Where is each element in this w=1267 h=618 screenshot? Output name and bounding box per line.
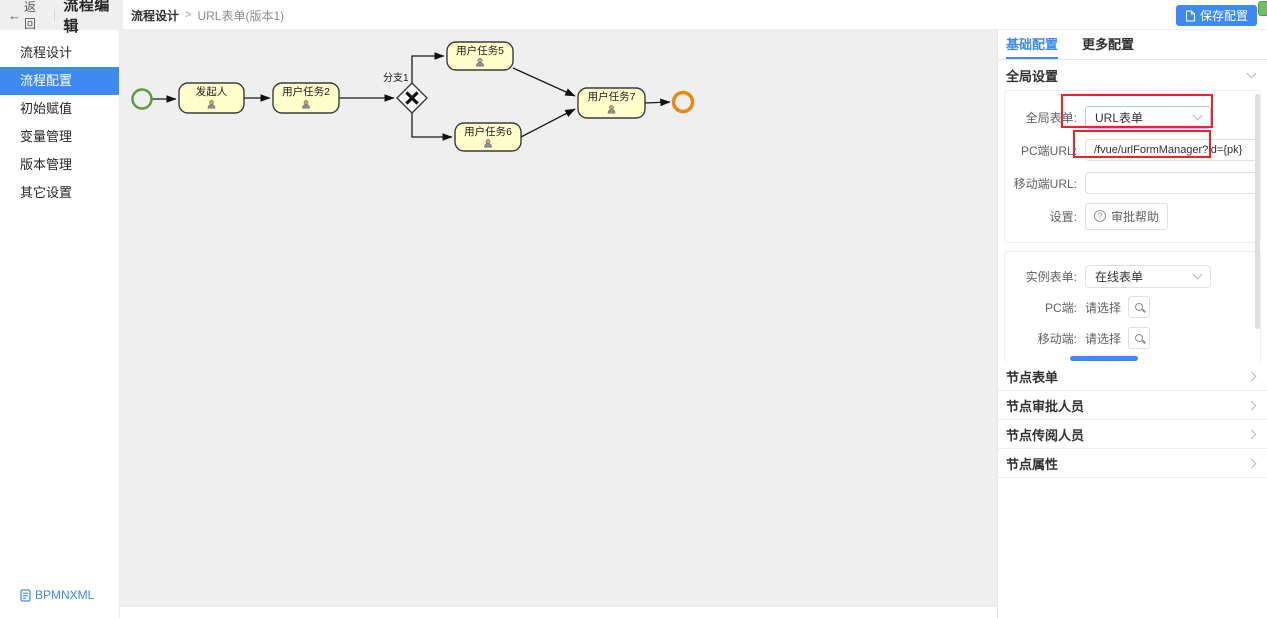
tab-basic-config[interactable]: 基础配置 [1006,30,1059,59]
instance-form-card: 实例表单: 在线表单 PC端: 请选择 移动端: 请选择 [1004,251,1261,362]
tab-more-config[interactable]: 更多配置 [1082,37,1135,52]
back-button[interactable]: ← 返回 [8,0,46,32]
bpmn-diagram: 发起人 用户任务2 分支1 用户任务5 用户任务6 [131,41,695,152]
save-config-label: 保存配置 [1199,9,1248,23]
global-form-row: 全局表单: URL表单 [1005,105,1260,129]
left-sidebar: 流程设计 流程配置 初始赋值 变量管理 版本管理 其它设置 BPMNXML [0,30,120,618]
sidebar-item-initial-values[interactable]: 初始赋值 [20,101,73,116]
xml-file-icon [20,588,31,602]
settings-row: 设置: ? 审批帮助 [1005,202,1260,230]
search-icon [1135,303,1144,311]
pc-form-placeholder: 请选择 [1085,300,1122,315]
global-form-select[interactable]: URL表单 [1085,105,1211,129]
global-settings-title: 全局设置 [1006,68,1059,84]
accordion-node-approvers-label: 节点审批人员 [1006,398,1085,414]
sidebar-item-other-settings[interactable]: 其它设置 [20,185,73,200]
accordion-node-properties[interactable]: 节点属性 [998,449,1267,478]
vertical-scrollbar[interactable] [1255,94,1260,329]
config-panel: 基础配置 更多配置 全局设置 全局表单: URL表单 PC端URL: 移动端UR… [997,30,1267,618]
task-user-2[interactable]: 用户任务2 [272,82,340,114]
sidebar-item-version-management[interactable]: 版本管理 [20,157,73,172]
pc-form-search-button[interactable] [1128,296,1151,318]
chevron-down-icon [1246,68,1257,78]
mobile-form-label: 移动端: [1037,331,1077,346]
task-initiator-label: 发起人 [196,85,228,98]
save-config-button[interactable]: 保存配置 [1175,5,1257,26]
task-user-7[interactable]: 用户任务7 [577,87,646,119]
pc-url-label: PC端URL: [1020,143,1077,158]
header-left-zone: ← 返回 流程编辑 [0,0,123,35]
bpmnxml-label: BPMNXML [35,588,95,602]
sidebar-item-process-design[interactable]: 流程设计 [20,45,73,60]
task-user-6[interactable]: 用户任务6 [454,122,522,152]
gateway-label: 分支1 [383,72,409,84]
question-circle-icon: ? [1094,210,1106,222]
chevron-right-icon [1246,400,1257,410]
instance-form-row: 实例表单: 在线表单 [1005,264,1260,288]
task-user-5-label: 用户任务5 [456,44,504,57]
sidebar-menu: 流程设计 流程配置 初始赋值 变量管理 版本管理 其它设置 [0,30,119,207]
pc-form-label: PC端: [1044,300,1077,315]
global-form-card: 全局表单: URL表单 PC端URL: 移动端URL: 设置: ? 审批帮助 [1004,90,1261,243]
bpmn-canvas[interactable]: 发起人 用户任务2 分支1 用户任务5 用户任务6 [120,30,997,607]
end-event[interactable] [671,90,695,114]
global-form-label: 全局表单: [1025,110,1077,125]
sidebar-item-variable-management[interactable]: 变量管理 [20,129,73,144]
global-form-value: URL表单 [1095,110,1144,125]
task-user-7-label: 用户任务7 [588,90,636,103]
accordion-node-cc-readers[interactable]: 节点传阅人员 [998,420,1267,449]
approval-help-label: 审批帮助 [1111,209,1160,224]
bpmnxml-link[interactable]: BPMNXML [20,588,94,602]
document-icon [1185,10,1195,21]
instance-form-label: 实例表单: [1025,269,1077,284]
sidebar-item-process-config[interactable]: 流程配置 [0,67,119,95]
settings-label: 设置: [1049,209,1077,224]
chevron-down-icon [1192,110,1203,120]
task-user-6-label: 用户任务6 [464,125,512,138]
node-accordion: 节点表单 节点审批人员 节点传阅人员 节点属性 [998,362,1267,478]
breadcrumb-section[interactable]: 流程设计 [131,8,180,23]
breadcrumb-separator: > [185,9,192,21]
approval-help-button[interactable]: ? 审批帮助 [1085,202,1169,230]
accordion-node-form-label: 节点表单 [1006,369,1059,385]
pc-url-row: PC端URL: [1005,138,1260,162]
pc-form-row: PC端: 请选择 [1005,295,1260,319]
mobile-url-row: 移动端URL: [1005,171,1260,195]
mobile-url-input[interactable] [1085,172,1259,194]
task-initiator[interactable]: 发起人 [178,82,245,114]
horizontal-scrollbar[interactable] [1070,356,1138,361]
exclusive-gateway[interactable]: 分支1 [383,72,428,114]
search-icon [1135,334,1144,342]
accordion-node-cc-readers-label: 节点传阅人员 [1006,427,1085,443]
app-title: 流程编辑 [63,0,110,35]
mobile-url-label: 移动端URL: [1013,176,1077,191]
back-label: 返回 [24,0,37,31]
pc-url-input[interactable] [1085,139,1259,161]
accordion-node-approvers[interactable]: 节点审批人员 [998,391,1267,420]
back-arrow-icon: ← [8,7,21,23]
mobile-form-row: 移动端: 请选择 [1005,326,1260,350]
instance-form-select[interactable]: 在线表单 [1085,264,1211,288]
config-tabs: 基础配置 更多配置 [998,30,1267,60]
breadcrumb: 流程设计 > URL表单(版本1) [131,0,284,30]
start-event[interactable] [131,88,153,110]
chevron-down-icon [1192,269,1203,279]
chevron-right-icon [1246,429,1257,439]
mobile-form-placeholder: 请选择 [1085,331,1122,346]
task-user-2-label: 用户任务2 [282,85,330,98]
top-header: ← 返回 流程编辑 流程设计 > URL表单(版本1) 保存配置 [0,0,1267,35]
header-divider [54,8,56,22]
chevron-right-icon [1246,371,1257,381]
accordion-node-properties-label: 节点属性 [1006,456,1059,472]
instance-form-value: 在线表单 [1095,269,1144,284]
breadcrumb-page: URL表单(版本1) [197,8,285,23]
accordion-node-form[interactable]: 节点表单 [998,362,1267,391]
task-user-5[interactable]: 用户任务5 [446,41,514,71]
global-settings-header[interactable]: 全局设置 [998,60,1267,90]
mobile-form-search-button[interactable] [1128,327,1151,349]
settings-scroll-area: 全局表单: URL表单 PC端URL: 移动端URL: 设置: ? 审批帮助 [1004,90,1261,362]
chevron-right-icon [1246,458,1257,468]
sequence-flows [152,52,671,141]
browser-extension-icon [1258,1,1267,16]
